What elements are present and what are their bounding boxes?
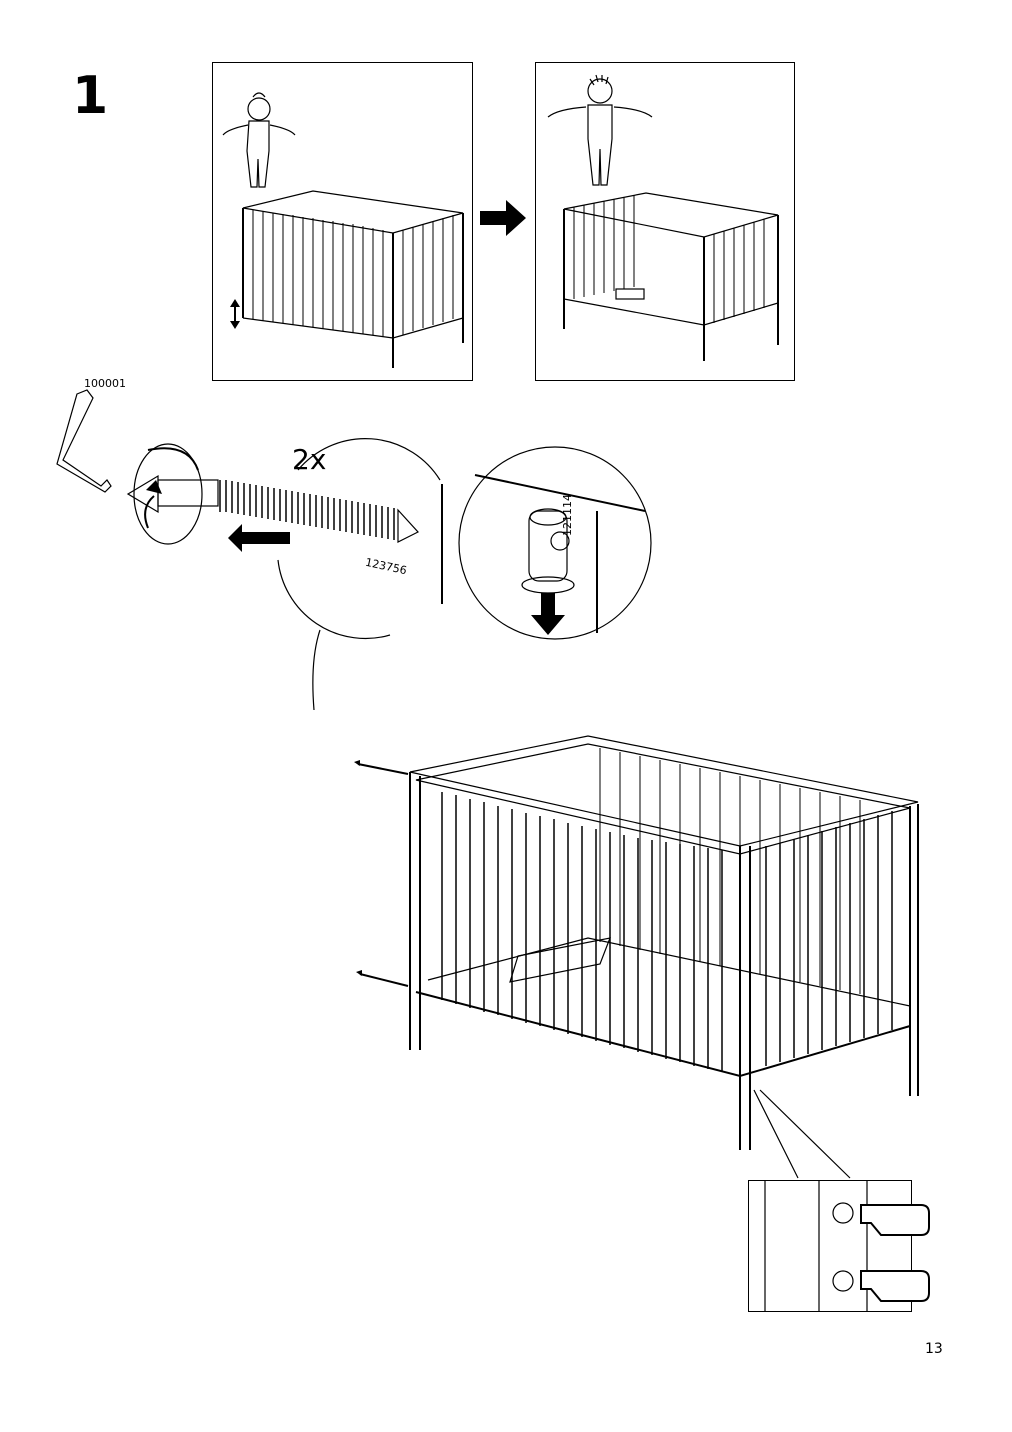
allen-key-id: 100001 xyxy=(84,377,126,390)
crib-illustration-2 xyxy=(547,74,779,361)
push-arrow-left xyxy=(228,524,290,552)
push-hand-icon xyxy=(860,1204,930,1302)
dowel-id: 121114 xyxy=(561,494,574,536)
rotate-arrow-icon xyxy=(144,447,199,529)
panel-toddler-bed xyxy=(535,62,795,381)
bolt-illustration xyxy=(126,443,419,552)
up-down-arrow-icon xyxy=(230,299,240,329)
page-number: 13 xyxy=(925,1341,943,1357)
toddler-bed xyxy=(563,192,779,361)
right-arrow-icon xyxy=(480,200,526,236)
step-number: 1 xyxy=(72,66,109,126)
screw-bottom xyxy=(356,970,409,987)
callout-dowel-detail xyxy=(458,446,652,640)
toddler-figure-icon xyxy=(547,74,653,186)
panel-crib-low-mattress xyxy=(212,62,473,381)
baby-figure-icon xyxy=(222,92,296,188)
allen-key-icon xyxy=(56,389,112,493)
crib-low xyxy=(242,190,464,368)
callout-bolt-detail xyxy=(277,438,443,711)
crib-illustration-1 xyxy=(222,92,464,368)
down-arrow-icon xyxy=(531,593,565,635)
main-crib-illustration xyxy=(354,735,919,1179)
detail-push-panel xyxy=(748,1180,930,1312)
push-detail-illustration xyxy=(764,1181,930,1311)
screw-top xyxy=(354,760,409,775)
